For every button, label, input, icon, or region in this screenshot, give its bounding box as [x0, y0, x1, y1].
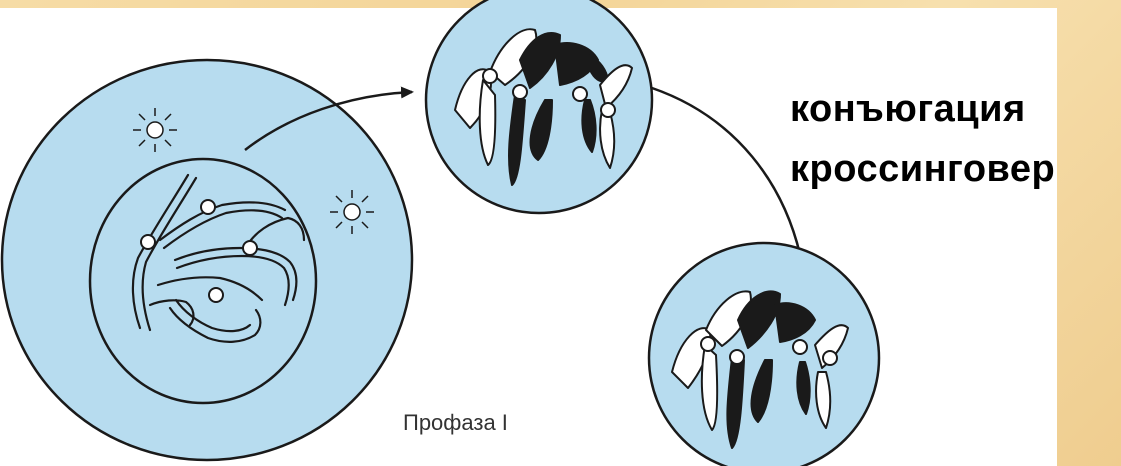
centromere	[573, 87, 587, 101]
centromere	[730, 350, 744, 364]
centriole-icon	[133, 108, 177, 152]
cell	[2, 60, 412, 460]
centromere	[243, 241, 257, 255]
centromere	[209, 288, 223, 302]
centriole-icon	[330, 190, 374, 234]
centromere	[201, 200, 215, 214]
centromere	[141, 235, 155, 249]
centromere	[793, 340, 807, 354]
term-conjugation: конъюгация	[790, 88, 1026, 131]
conjugation-stage	[426, 0, 652, 213]
centromere	[483, 69, 497, 83]
crossingover-stage	[649, 243, 879, 466]
centromere	[823, 351, 837, 365]
centromere	[701, 337, 715, 351]
phase-label: Профаза I	[403, 410, 508, 436]
centromere	[601, 103, 615, 117]
centromere	[513, 85, 527, 99]
term-crossingover: кроссинговер	[790, 148, 1055, 191]
nucleus	[90, 159, 316, 403]
